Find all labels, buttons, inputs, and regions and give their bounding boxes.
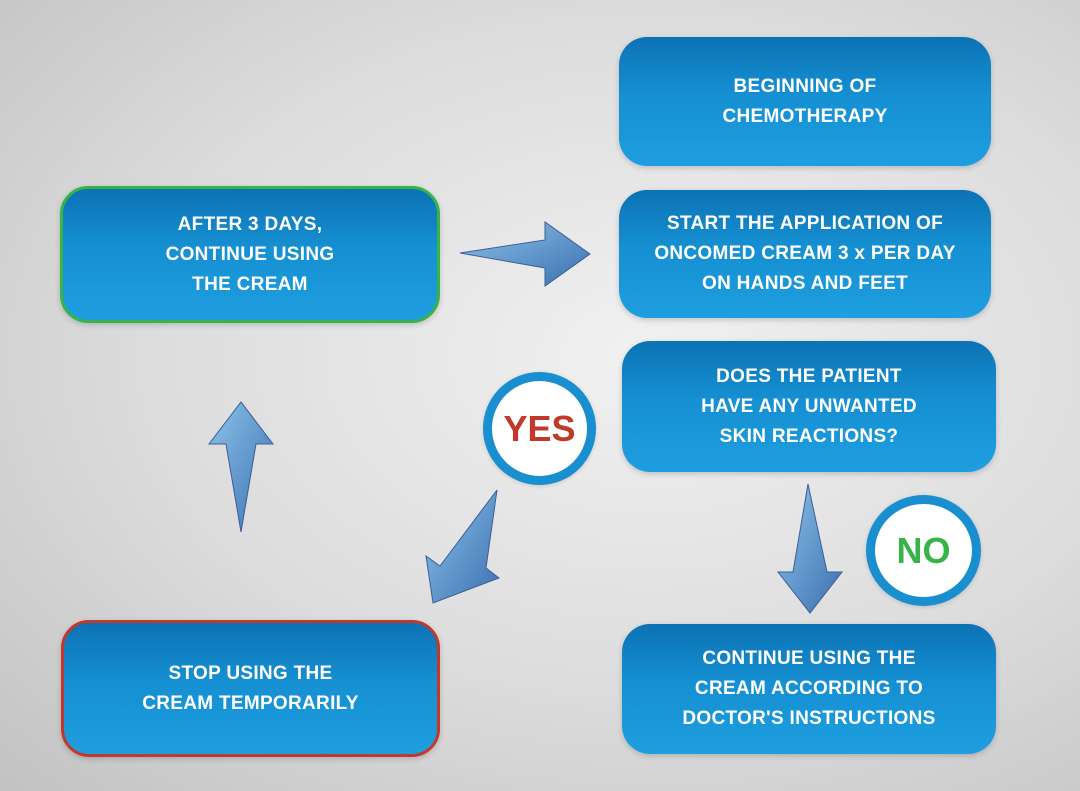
step-start-application: START THE APPLICATION OF ONCOMED CREAM 3… bbox=[619, 190, 991, 318]
step-text-line: CONTINUE USING THE bbox=[702, 648, 916, 669]
step-text-line: CHEMOTHERAPY bbox=[722, 105, 888, 127]
step-question-skin-reactions: DOES THE PATIENT HAVE ANY UNWANTED SKIN … bbox=[622, 341, 996, 472]
arrow-diagonal bbox=[425, 489, 501, 604]
arrow-right bbox=[459, 221, 591, 287]
step-text-line: STOP USING THE bbox=[168, 662, 333, 684]
step-text-line: DOCTOR'S INSTRUCTIONS bbox=[682, 708, 936, 729]
no-badge: NO bbox=[866, 495, 981, 606]
step-text-line: CREAM TEMPORARILY bbox=[142, 692, 359, 714]
yes-badge: YES bbox=[483, 372, 596, 485]
step-text-line: THE CREAM bbox=[192, 273, 308, 295]
step-text-line: HAVE ANY UNWANTED bbox=[701, 395, 917, 417]
step-text-line: CREAM ACCORDING TO bbox=[694, 678, 924, 699]
step-text-line: BEGINNING OF bbox=[733, 75, 877, 97]
arrow-up bbox=[207, 401, 275, 533]
arrow-down bbox=[776, 483, 844, 614]
step-text-line: ON HANDS AND FEET bbox=[701, 273, 908, 294]
step-beginning-of-chemotherapy: BEGINNING OF CHEMOTHERAPY bbox=[619, 37, 991, 166]
step-text-line: CONTINUE USING bbox=[165, 243, 335, 265]
step-after-3-days: AFTER 3 DAYS, CONTINUE USING THE CREAM bbox=[60, 186, 440, 323]
step-text-line: AFTER 3 DAYS, bbox=[177, 213, 323, 235]
step-text-line: SKIN REACTIONS? bbox=[719, 425, 899, 447]
step-text-line: ONCOMED CREAM 3 x PER DAY bbox=[654, 243, 956, 264]
step-stop-using-cream: STOP USING THE CREAM TEMPORARILY bbox=[61, 620, 440, 757]
yes-label: YES bbox=[503, 407, 576, 449]
step-continue-doctor-instructions: CONTINUE USING THE CREAM ACCORDING TO DO… bbox=[622, 624, 996, 754]
no-label: NO bbox=[896, 529, 951, 571]
step-text-line: DOES THE PATIENT bbox=[716, 365, 902, 387]
step-text-line: START THE APPLICATION OF bbox=[666, 213, 943, 234]
